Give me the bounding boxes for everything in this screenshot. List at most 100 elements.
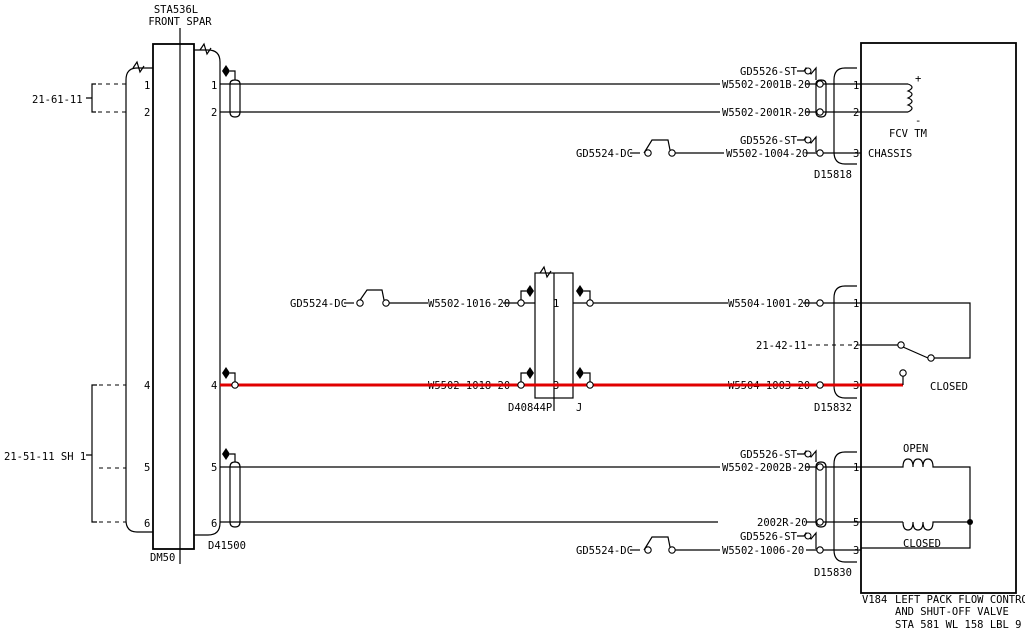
d40844p-label: D40844P (508, 402, 552, 414)
shield-lead (584, 372, 591, 382)
ground-label-st-1: GD5526-ST (740, 66, 798, 78)
shield-lead (230, 70, 236, 80)
ground-terminal (644, 149, 652, 157)
ref-21-61-11: 21-61-11 (32, 94, 83, 106)
switch-loop (861, 302, 971, 359)
ground-switch-lever (643, 139, 671, 154)
d15832-pin-1: 1 (853, 298, 859, 310)
open-solenoid-coil (861, 458, 971, 549)
shield-lead (584, 290, 591, 300)
terminal (816, 149, 824, 157)
dm50-connector-body (152, 43, 195, 550)
shield-diamond (526, 285, 534, 297)
j-label: J (576, 402, 582, 414)
closed-solenoid-coil (902, 521, 970, 531)
dm50-pin-1: 1 (144, 80, 150, 92)
d41500-label: D41500 (208, 540, 246, 552)
d15830-twist-loop (815, 461, 827, 528)
dm50-pin-4: 4 (144, 380, 150, 392)
ground-label-dc-1: GD5524-DC (576, 148, 633, 160)
terminal (816, 463, 824, 471)
break-mark (539, 265, 552, 279)
break-mark (199, 42, 212, 56)
ground-label-dc-3: GD5524-DC (576, 545, 633, 557)
spar-name-label: FRONT SPAR (148, 16, 212, 28)
dm50-label: DM50 (150, 552, 175, 564)
switch-terminal (899, 369, 907, 377)
ref-bracket-top (86, 83, 96, 113)
ground-terminal (804, 67, 812, 75)
d15818-pin-1: 1 (853, 80, 859, 92)
break-mark (132, 60, 145, 74)
shield-lead (520, 290, 526, 300)
closed-coil-label: CLOSED (903, 538, 941, 550)
terminal (586, 299, 594, 307)
shield-diamond (222, 65, 230, 77)
terminal (816, 299, 824, 307)
terminal (517, 381, 525, 389)
wire-label-1001: W5504-1001-20 (728, 298, 810, 310)
d15818-pin-3: 3 (853, 148, 859, 160)
ground-label-dc-2: GD5524-DC (290, 298, 347, 310)
wire-label-1006: W5502-1006-20 (722, 545, 804, 557)
junction-dot (967, 519, 973, 525)
shield-lead (230, 453, 236, 462)
wire-label-1016: W5502-1016-20 (428, 298, 510, 310)
dm50-pin-6: 6 (144, 518, 150, 530)
ref-21-51-11: 21-51-11 SH 1 (4, 451, 86, 463)
switch-closed-label: CLOSED (930, 381, 968, 393)
dm50-pin-2: 2 (144, 107, 150, 119)
shield-diamond (222, 448, 230, 460)
ground-label-st-3: GD5526-ST (740, 449, 798, 461)
terminal (816, 546, 824, 554)
shield-diamond (222, 367, 230, 379)
terminal (517, 299, 525, 307)
open-coil-label: OPEN (903, 443, 928, 455)
ground-switch-lever (357, 289, 385, 304)
d41500-shell (194, 49, 221, 536)
ground-terminal (356, 299, 364, 307)
d15830-pin-3: 3 (853, 545, 859, 557)
d41500-pin-2: 2 (211, 107, 217, 119)
d15832-pin-2: 2 (853, 340, 859, 352)
d40844p-pin-1: 1 (553, 298, 559, 310)
valve-name-line3: STA 581 WL 158 LBL 9 (895, 619, 1021, 631)
ground-switch-lever (643, 536, 671, 551)
d41500-pin-4: 4 (211, 380, 217, 392)
ground-terminal (668, 149, 676, 157)
d15818-pin-2: 2 (853, 107, 859, 119)
d15830-shell (833, 451, 857, 563)
terminal (816, 381, 824, 389)
dm50-pin-5: 5 (144, 462, 150, 474)
valve-name-line2: AND SHUT-OFF VALVE (895, 606, 1009, 618)
terminal (586, 381, 594, 389)
terminal (816, 518, 824, 526)
coil-plus: + (915, 73, 921, 85)
shield-lead (520, 372, 526, 382)
shield-diamond (576, 367, 584, 379)
wire-label-2001b: W5502-2001B-20 (722, 79, 811, 91)
spar-station-label: STA536L (154, 4, 198, 16)
shield-diamond (576, 285, 584, 297)
ground-terminal (668, 546, 676, 554)
wire-label-2002b: W5502-2002B-20 (722, 462, 811, 474)
twist-pair-loop (229, 79, 241, 118)
wire-label-2002r: 2002R-20 (757, 517, 808, 529)
twist-pair-loop (229, 461, 241, 528)
d15830-pin-5: 5 (853, 517, 859, 529)
d41500-pin-5: 5 (211, 462, 217, 474)
shield-lead (230, 372, 236, 382)
d15830-label: D15830 (814, 567, 852, 579)
d15818-twist-loop (815, 79, 827, 118)
shield-diamond (526, 367, 534, 379)
ref-21-42-11: 21-42-11 (756, 340, 807, 352)
ground-terminal (804, 450, 812, 458)
d41500-pin-1: 1 (211, 80, 217, 92)
d15830-pin-1: 1 (853, 462, 859, 474)
d15818-shell (833, 67, 857, 165)
dm50-shell-left (125, 67, 153, 533)
terminal (816, 80, 824, 88)
switch-terminal (927, 354, 935, 362)
switch-terminal (897, 341, 905, 349)
ground-terminal (804, 532, 812, 540)
